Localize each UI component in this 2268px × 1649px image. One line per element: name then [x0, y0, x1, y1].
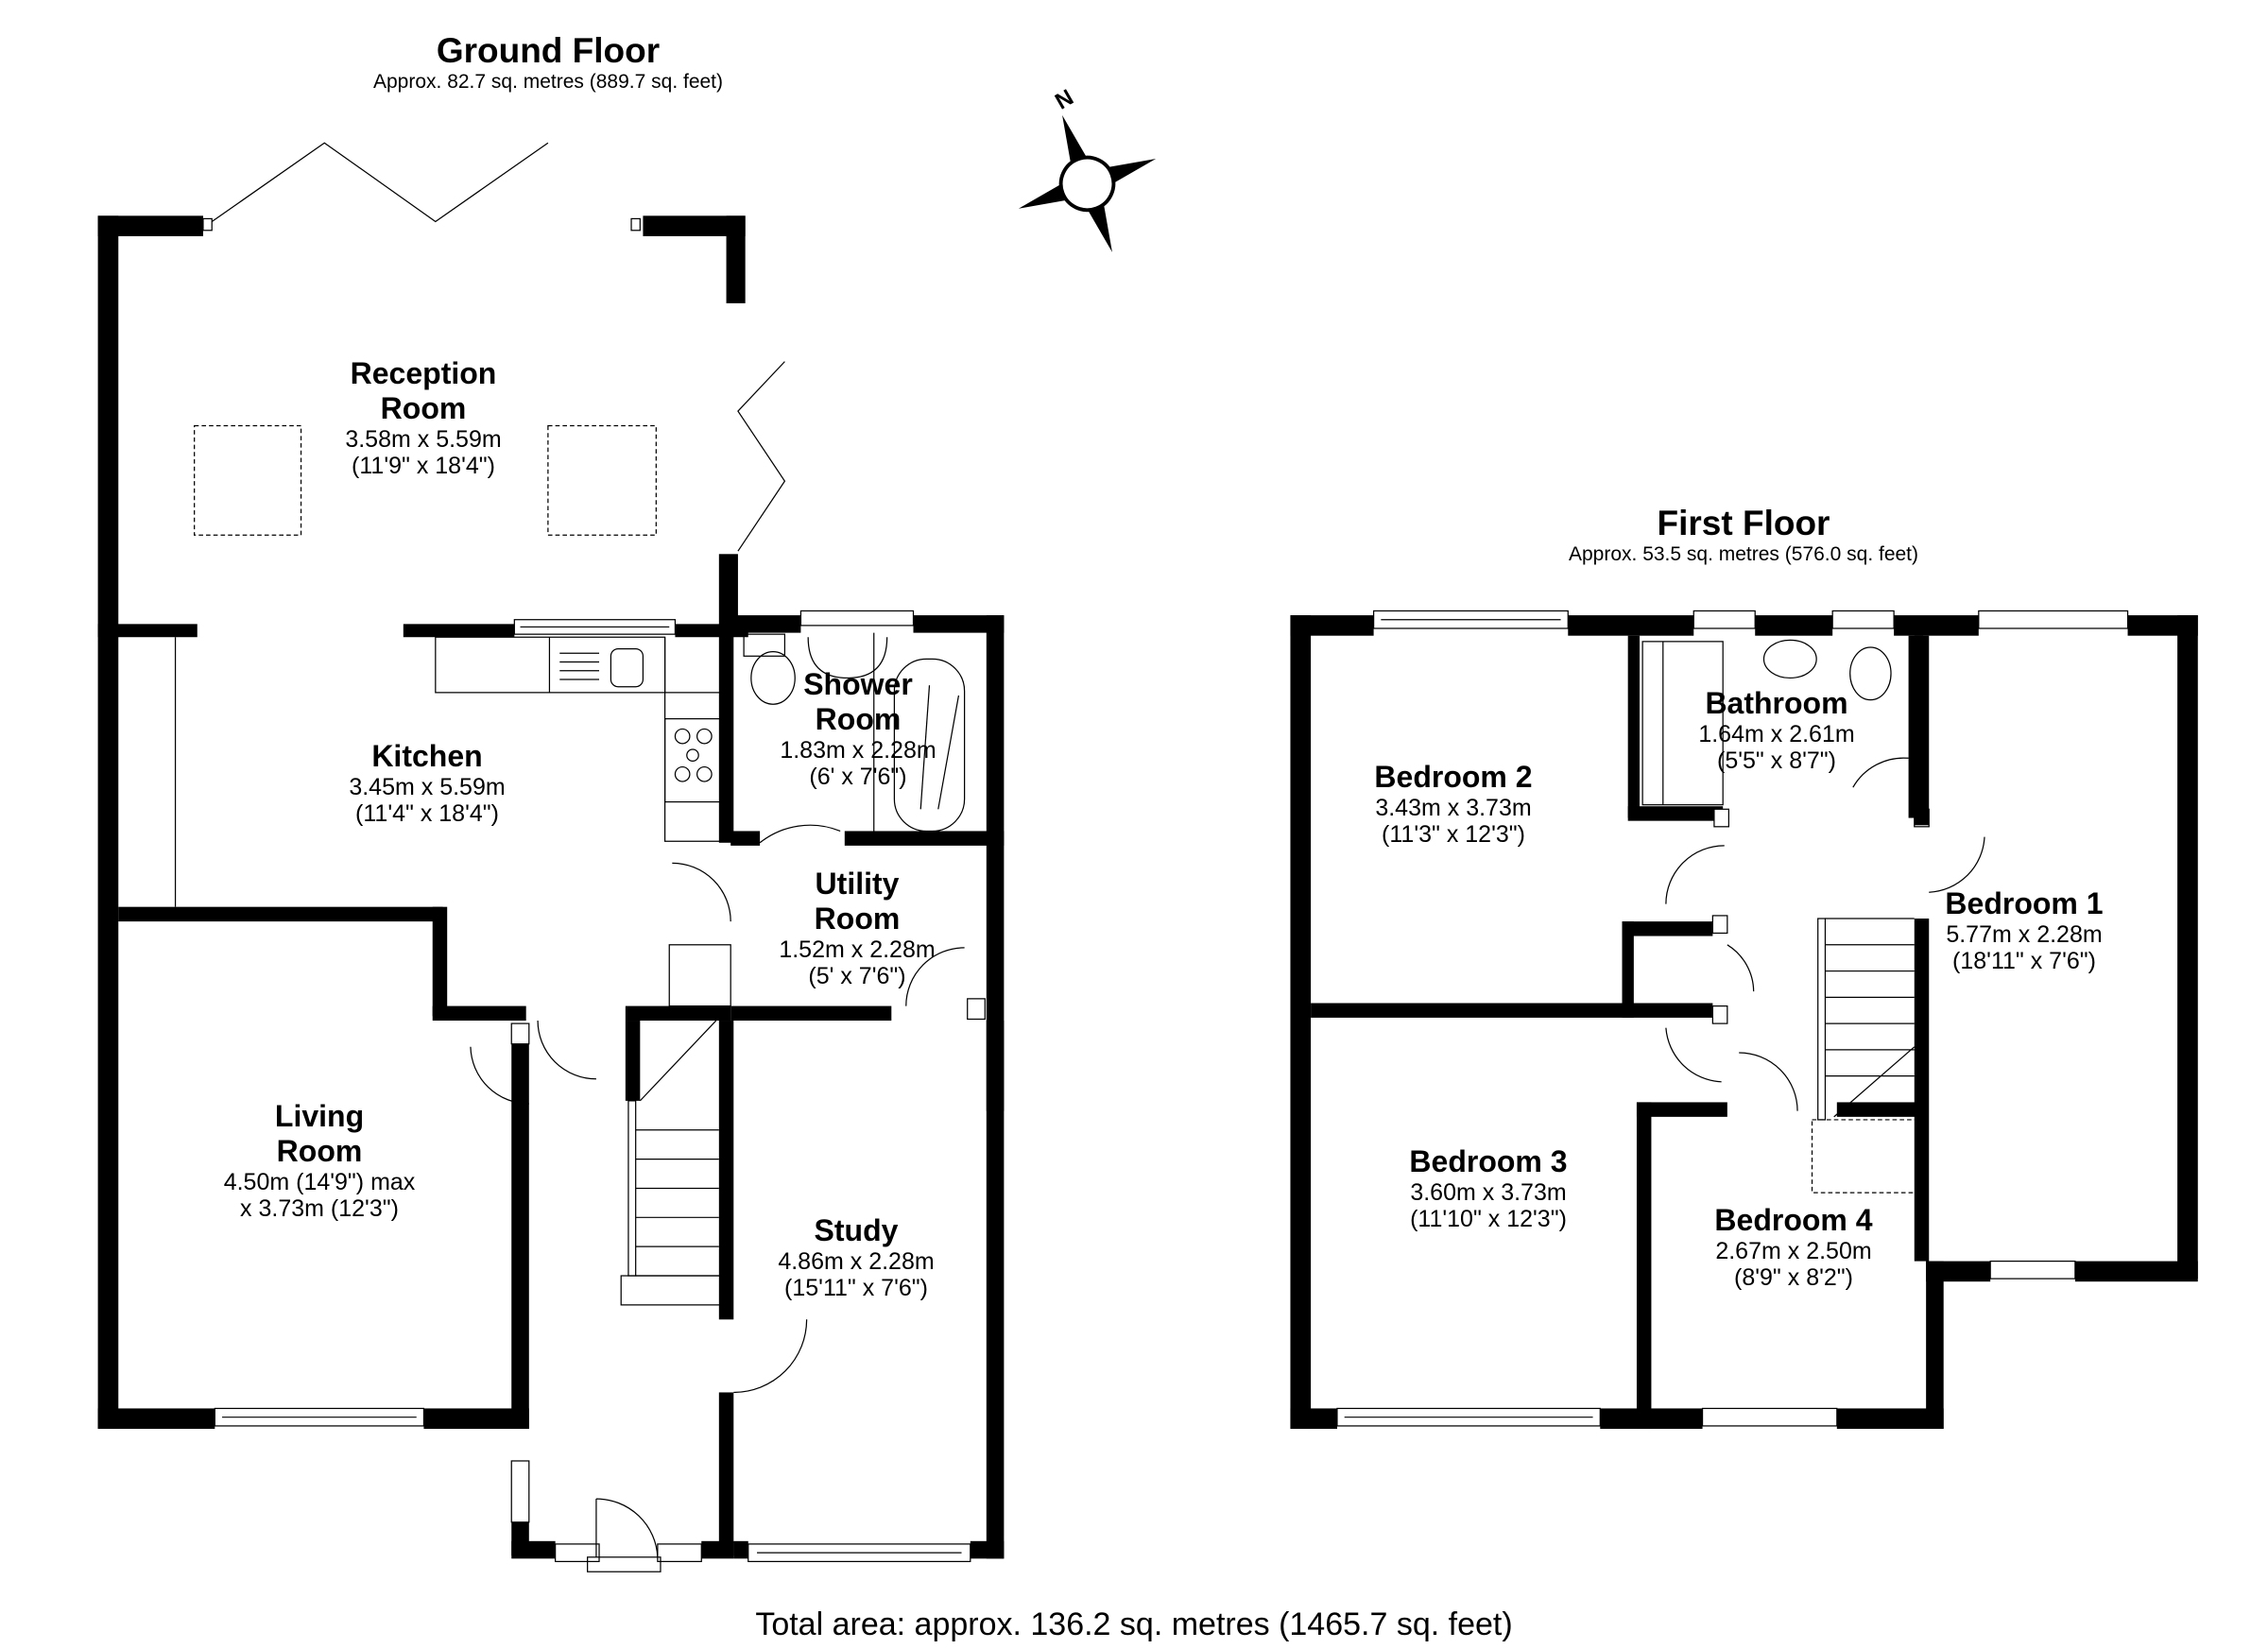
room-label-living-room: Living Room 4.50m (14'9") max x 3.73m (1… [223, 1099, 416, 1222]
room-label-bedroom-2: Bedroom 2 3.43m x 3.73m (11'3" x 12'3") [1374, 760, 1533, 848]
toilet-icon [743, 633, 796, 705]
room-label-kitchen: Kitchen 3.45m x 5.59m (11'4" x 18'4") [349, 739, 506, 827]
room-label-shower-room: Shower Room 1.83m x 2.28m (6' x 7'6") [780, 667, 936, 790]
room-label-reception: Reception Room 3.58m x 5.59m (11'9" x 18… [345, 356, 502, 479]
room-label-bathroom: Bathroom 1.64m x 2.61m (5'5" x 8'7") [1698, 686, 1855, 774]
room-label-bedroom-4: Bedroom 4 2.67m x 2.50m (8'9" x 8'2") [1714, 1203, 1873, 1291]
first-floor-plan [1290, 610, 2198, 1430]
kitchen-sink-icon [559, 647, 644, 688]
hob-icon [663, 718, 721, 803]
ground-floor-title: Ground Floor [436, 31, 661, 70]
first-floor-title: First Floor [1657, 504, 1830, 542]
room-label-bedroom-3: Bedroom 3 3.60m x 3.73m (11'10" x 12'3") [1409, 1144, 1568, 1232]
ground-floor-plan [97, 142, 1005, 1572]
staircase-icon-first-floor [1825, 918, 1916, 1118]
room-label-study: Study 4.86m x 2.28m (15'11" x 7'6") [778, 1213, 935, 1301]
room-label-bedroom-1: Bedroom 1 5.77m x 2.28m (18'11" x 7'6") [1945, 886, 2104, 974]
compass-rose-icon [1018, 114, 1157, 252]
toilet-icon-first-floor [1849, 646, 1892, 701]
room-label-utility-room: Utility Room 1.52m x 2.28m (5' x 7'6") [779, 867, 936, 989]
first-floor-heading: First Floor Approx. 53.5 sq. metres (576… [1569, 504, 1918, 566]
basin-icon-first-floor [1762, 639, 1817, 679]
bath-icon [1641, 641, 1724, 806]
first-floor-area: Approx. 53.5 sq. metres (576.0 sq. feet) [1568, 543, 1919, 565]
basin-icon [807, 637, 888, 679]
ground-floor-area: Approx. 82.7 sq. metres (889.7 sq. feet) [372, 71, 724, 93]
total-area-caption: Total area: approx. 136.2 sq. metres (14… [755, 1606, 1513, 1642]
ground-floor-heading: Ground Floor Approx. 82.7 sq. metres (88… [373, 31, 723, 94]
